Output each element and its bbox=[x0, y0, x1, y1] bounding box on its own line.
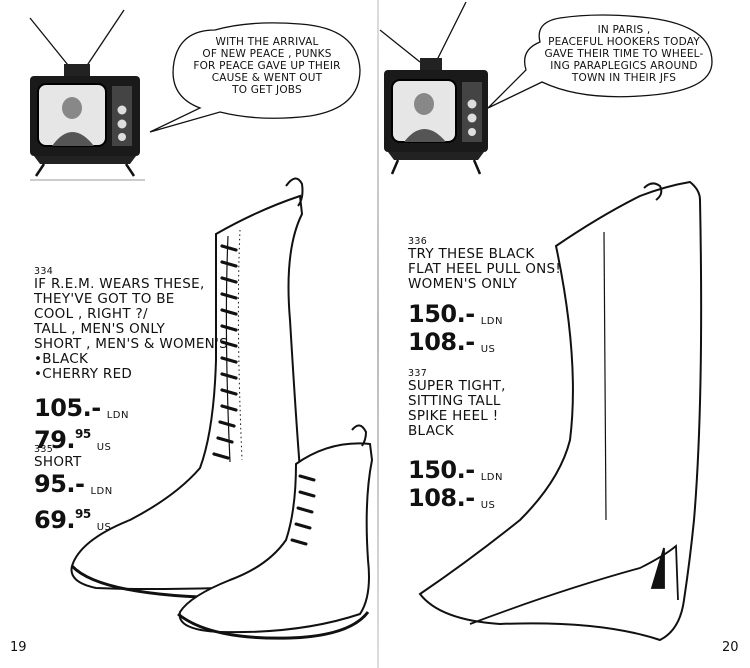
bubble-right-line: PEACEFUL HOOKERS TODAY bbox=[548, 36, 700, 48]
boot-337-spike-heel bbox=[469, 544, 679, 625]
item-335-price-ldn-unit: LDN bbox=[90, 486, 113, 497]
boot-335-short bbox=[177, 424, 374, 640]
item-334-line: SHORT , MEN'S & WOMEN'S bbox=[34, 336, 228, 352]
boot-336-pull-on bbox=[418, 180, 703, 642]
item-335-price-us: 69.95US bbox=[34, 502, 111, 540]
bubble-right-line: TOWN IN THEIR JFS bbox=[571, 72, 677, 84]
item-337-price-us-unit: US bbox=[480, 500, 496, 511]
item-334-line: THEY'VE GOT TO BE bbox=[34, 291, 175, 307]
page-fold bbox=[377, 0, 379, 668]
item-336-price-ldn-unit: LDN bbox=[480, 316, 503, 327]
item-337-line: BLACK bbox=[408, 423, 454, 439]
page-number-left: 19 bbox=[10, 640, 27, 655]
item-337-line: SPIKE HEEL ! bbox=[408, 408, 499, 424]
bubble-right-line: GAVE THEIR TIME TO WHEEL- bbox=[544, 48, 704, 60]
item-334-line: TALL , MEN'S ONLY bbox=[34, 321, 165, 337]
item-337-description: 337 SUPER TIGHT, SITTING TALL SPIKE HEEL… bbox=[408, 368, 506, 439]
item-334-price-us-cents: 95 bbox=[75, 427, 91, 441]
item-337-number: 337 bbox=[408, 368, 428, 379]
television-right bbox=[379, 1, 488, 175]
bubble-left-line: OF NEW PEACE , PUNKS bbox=[202, 48, 332, 60]
item-334-line: IF R.E.M. WEARS THESE, bbox=[34, 276, 205, 292]
item-334-price-us-value: 79. bbox=[34, 426, 76, 454]
boot-335-laces bbox=[290, 474, 316, 546]
bubble-left-line: TO GET JOBS bbox=[232, 84, 302, 96]
item-335-price-us-value: 69. bbox=[34, 506, 76, 534]
speech-bubble-right-text: IN PARIS , PEACEFUL HOOKERS TODAY GAVE T… bbox=[538, 24, 710, 84]
page-number-right: 20 bbox=[722, 640, 739, 655]
item-334-price-ldn-unit: LDN bbox=[106, 410, 129, 421]
boot-334-laces bbox=[212, 244, 238, 460]
item-336-price-us-unit: US bbox=[480, 344, 496, 355]
item-335-price-ldn: 95.- LDN bbox=[34, 472, 113, 504]
item-336-line: WOMEN'S ONLY bbox=[408, 276, 518, 292]
item-336-price-us-value: 108.- bbox=[408, 328, 475, 356]
item-336-line: TRY THESE BLACK bbox=[408, 246, 535, 262]
item-334-price-ldn-value: 105.- bbox=[34, 394, 101, 422]
item-336-number: 336 bbox=[408, 236, 428, 247]
item-335-price-ldn-value: 95.- bbox=[34, 470, 85, 498]
speech-bubble-left-text: WITH THE ARRIVAL OF NEW PEACE , PUNKS FO… bbox=[180, 36, 354, 96]
bubble-left-line: WITH THE ARRIVAL bbox=[215, 36, 319, 48]
item-335-label: SHORT bbox=[34, 454, 82, 470]
speech-bubble-left bbox=[149, 22, 361, 133]
item-336-description: 336 TRY THESE BLACK FLAT HEEL PULL ONS! … bbox=[408, 236, 561, 292]
item-337-price-ldn: 150.- LDN bbox=[408, 458, 503, 490]
item-334-line: COOL , RIGHT ?/ bbox=[34, 306, 148, 322]
item-334-price-ldn: 105.- LDN bbox=[34, 396, 129, 428]
item-334-color: •BLACK bbox=[34, 351, 89, 367]
item-336-line: FLAT HEEL PULL ONS! bbox=[408, 261, 562, 277]
item-336-price-us: 108.- US bbox=[408, 330, 495, 362]
item-334-number: 334 bbox=[34, 266, 54, 277]
item-337-price-us-value: 108.- bbox=[408, 484, 475, 512]
item-335-price-us-cents: 95 bbox=[75, 507, 91, 521]
item-334-price-us-unit: US bbox=[96, 442, 112, 453]
television-left bbox=[29, 9, 145, 181]
bubble-left-line: CAUSE & WENT OUT bbox=[211, 72, 323, 84]
item-336-price-ldn-value: 150.- bbox=[408, 300, 475, 328]
item-335-description: 335 SHORT bbox=[34, 444, 82, 470]
item-335-number: 335 bbox=[34, 444, 54, 455]
bubble-right-line: ING PARAPLEGICS AROUND bbox=[550, 60, 698, 72]
item-337-line: SUPER TIGHT, bbox=[408, 378, 506, 394]
item-334-color: •CHERRY RED bbox=[34, 366, 133, 382]
item-334-price-us: 79.95US bbox=[34, 422, 111, 460]
bubble-right-line: IN PARIS , bbox=[597, 24, 651, 36]
item-337-price-ldn-unit: LDN bbox=[480, 472, 503, 483]
bubble-left-line: FOR PEACE GAVE UP THEIR bbox=[193, 60, 341, 72]
item-337-price-ldn-value: 150.- bbox=[408, 456, 475, 484]
item-337-line: SITTING TALL bbox=[408, 393, 501, 409]
item-336-price-ldn: 150.- LDN bbox=[408, 302, 503, 334]
item-335-price-us-unit: US bbox=[96, 522, 112, 533]
speech-bubble-right bbox=[487, 14, 713, 109]
item-334-description: 334 IF R.E.M. WEARS THESE, THEY'VE GOT T… bbox=[34, 266, 228, 382]
item-337-price-us: 108.- US bbox=[408, 486, 495, 518]
